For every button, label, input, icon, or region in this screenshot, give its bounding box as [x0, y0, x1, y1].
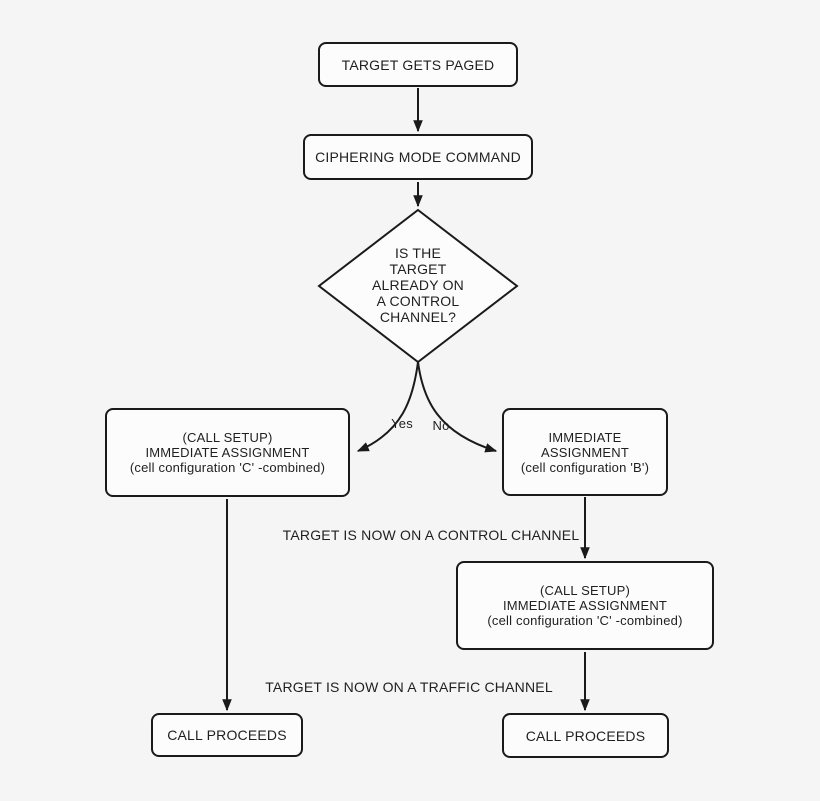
annotation-control-channel: TARGET IS NOW ON A CONTROL CHANNEL — [282, 527, 580, 543]
node-immediate-assignment-combined-left: (CALL SETUP) IMMEDIATE ASSIGNMENT (cell … — [105, 408, 350, 497]
node-target-gets-paged: TARGET GETS PAGED — [318, 42, 518, 87]
edge-label-no: No — [432, 418, 450, 433]
node-ciphering-mode-command: CIPHERING MODE COMMAND — [303, 134, 533, 180]
edge-decision-yes — [356, 361, 419, 452]
annotation-traffic-channel: TARGET IS NOW ON A TRAFFIC CHANNEL — [265, 679, 553, 695]
node-call-proceeds-left: CALL PROCEEDS — [151, 713, 303, 757]
node-immediate-assignment-b: IMMEDIATE ASSIGNMENT (cell configuration… — [502, 408, 668, 496]
node-immediate-assignment-combined-right: (CALL SETUP) IMMEDIATE ASSIGNMENT (cell … — [456, 561, 714, 650]
node-call-proceeds-right: CALL PROCEEDS — [502, 713, 669, 758]
edge-label-yes: Yes — [391, 416, 413, 431]
edge-decision-no — [417, 361, 498, 453]
node-decision-control-channel: IS THE TARGET ALREADY ON A CONTROL CHANN… — [372, 245, 464, 325]
